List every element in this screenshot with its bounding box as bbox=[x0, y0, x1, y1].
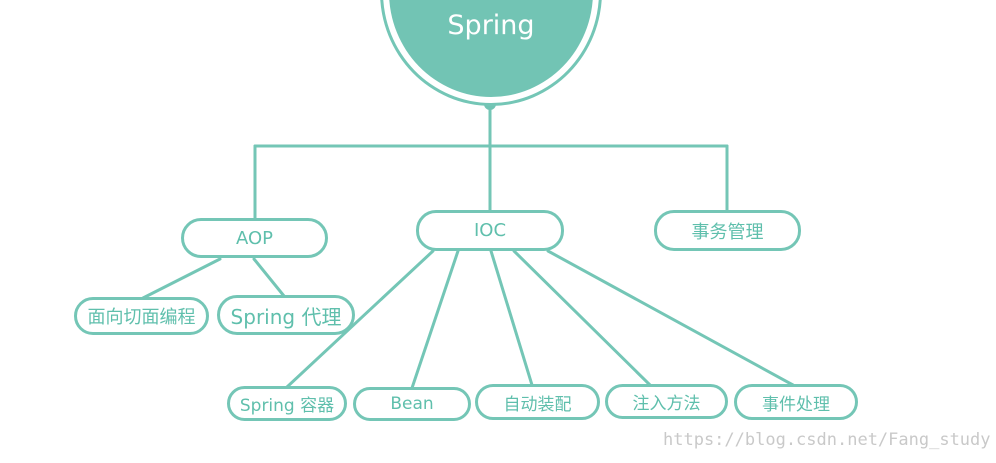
ioc-to-autowire-line bbox=[489, 249, 534, 387]
root-label: Spring bbox=[447, 10, 535, 41]
node-ioc: IOC bbox=[416, 210, 564, 251]
node-spring-container: Spring 容器 bbox=[227, 386, 347, 421]
ioc-to-container-line bbox=[285, 249, 435, 389]
node-autowire: 自动装配 bbox=[475, 384, 600, 420]
watermark: https://blog.csdn.net/Fang_study bbox=[663, 430, 991, 450]
aop-to-aspect-line bbox=[141, 257, 222, 300]
aop-to-proxy-line bbox=[252, 257, 286, 298]
node-transaction: 事务管理 bbox=[654, 210, 801, 251]
node-aspect-programming: 面向切面编程 bbox=[74, 297, 209, 335]
node-bean: Bean bbox=[353, 387, 471, 421]
node-event-handling: 事件处理 bbox=[734, 384, 858, 420]
node-injection: 注入方法 bbox=[605, 384, 728, 419]
node-aop: AOP bbox=[181, 218, 328, 258]
ioc-to-inject-line bbox=[512, 249, 652, 387]
ioc-to-event-line bbox=[546, 249, 795, 387]
ioc-to-bean-line bbox=[410, 249, 460, 390]
node-spring-proxy: Spring 代理 bbox=[217, 295, 355, 335]
